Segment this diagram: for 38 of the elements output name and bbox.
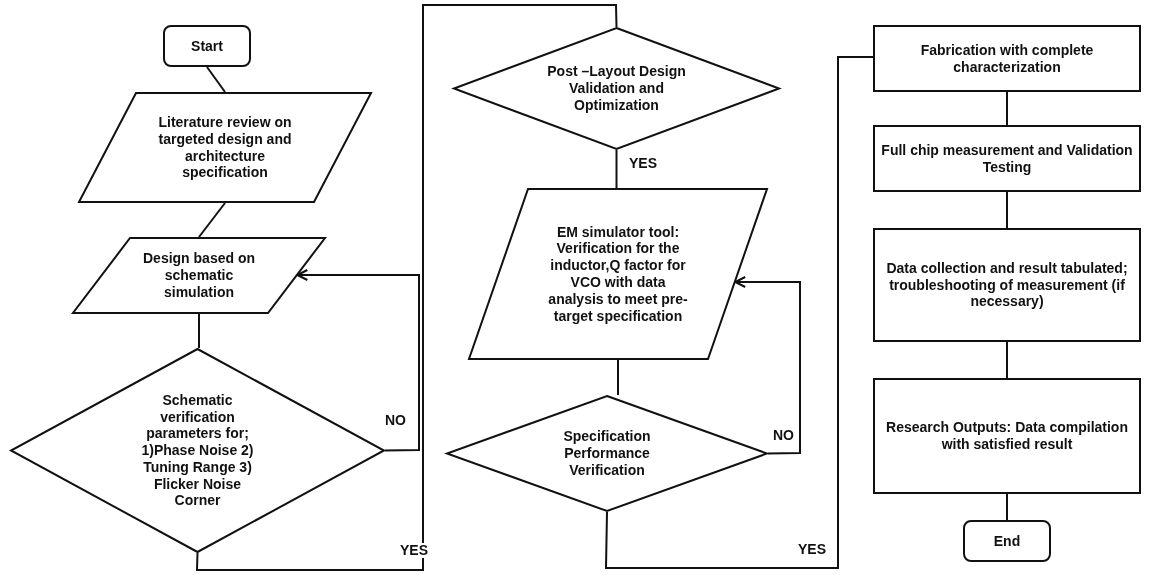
process-box: [873, 378, 1141, 494]
terminator-box: [163, 25, 251, 67]
step-text: EM simulator tool: Verification for the inductor,Q factor for VCO with data analysis to meet pre-target specification: [547, 223, 689, 325]
step-text: Design based on schematic simulation: [142, 250, 256, 301]
connector-line: [198, 313, 200, 349]
step-text: Specification Performance Verification: [562, 428, 652, 479]
terminator-box: [963, 520, 1051, 562]
connector-line: [605, 56, 874, 569]
connector-line: [617, 359, 619, 396]
connector-line: [195, 4, 618, 571]
connector-line: [1006, 341, 1008, 379]
step-text: Schematic verification parameters for; 1)Phase Noise 2) Tuning Range 3) Flicker Noise Corner: [140, 391, 255, 510]
edge-label: YES: [398, 543, 430, 559]
input-output-parallelogram: [72, 237, 326, 314]
step-text: End: [993, 532, 1021, 550]
input-output-parallelogram: [78, 92, 372, 203]
step-text: Full chip measurement and Validation Testing: [881, 141, 1133, 176]
decision-diamond: [446, 395, 768, 512]
decision-diamond: [453, 27, 780, 150]
connector-line: [1006, 191, 1008, 229]
connector-line: [1006, 493, 1008, 521]
step-text: Data collection and result tabulated; troubleshooting of measurement (if necessary): [885, 259, 1129, 311]
step-text: Fabrication with complete characterization: [919, 41, 1095, 76]
arrow: [296, 269, 420, 452]
connector-line: [198, 202, 226, 238]
process-box: [873, 25, 1141, 92]
connector-line: [615, 149, 618, 189]
process-box: [873, 228, 1141, 342]
decision-diamond: [10, 348, 385, 553]
process-box: [873, 125, 1141, 192]
connector-line: [206, 66, 226, 93]
arrow: [734, 276, 801, 455]
step-text: Start: [191, 37, 223, 55]
step-text: Post –Layout Design Validation and Optimization: [546, 63, 687, 114]
step-text: Literature review on targeted design and architecture specification: [157, 113, 293, 182]
step-text: Research Outputs: Data compilation with satisfied result: [885, 419, 1129, 453]
input-output-parallelogram: [468, 188, 768, 360]
connector-line: [1006, 91, 1008, 126]
